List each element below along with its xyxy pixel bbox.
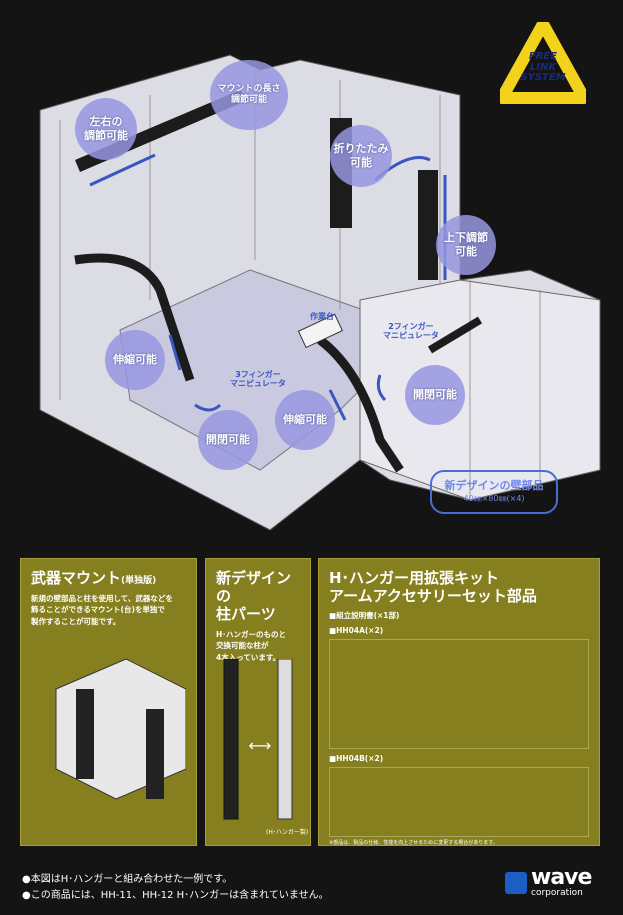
mount-rail-right [418, 170, 438, 280]
label-two-finger: 2フィンガー マニピュレータ [383, 322, 439, 341]
wave-mark-icon [505, 871, 527, 894]
logo-line3: SYSTEM [520, 72, 566, 83]
bubble-foldable: 折りたたみ 可能 [330, 125, 392, 187]
arm-right [427, 316, 483, 354]
bubble-lateral-adjust: 左右の 調節可能 [75, 98, 137, 160]
panel-kit: H･ハンガー用拡張キット アームアクセサリーセット部品 ■組立説明書(×1部) … [318, 558, 600, 846]
recycle-icon [496, 18, 590, 104]
pillar-caption: (H･ハンガー製) [266, 829, 309, 836]
brand-name: wave [531, 865, 592, 890]
free-link-system-logo: FREE LINK SYSTEM [496, 18, 590, 108]
kit-item-hh04b: ■HH04B(×2) [329, 754, 384, 763]
hh04b-runner-image [329, 767, 589, 837]
kit-item-hh04a: ■HH04A(×2) [329, 626, 384, 635]
callout-title: 新デザインの壁部品 [444, 479, 544, 492]
logo-line2: LINK [529, 61, 557, 73]
bubble-extendable-center: 伸縮可能 [275, 390, 335, 450]
callout-sub: 40㎜×80㎜(×4) [463, 494, 525, 503]
weapon-mount-note: (単独版) [121, 576, 157, 586]
brand-sub: corporation [531, 887, 583, 898]
hh04a-runner-image [329, 639, 589, 749]
weapon-mount-desc: 新規の壁部品と柱を使用して、武器などを 飾ることができるマウント(台)を単独で … [31, 594, 173, 626]
bubble-open-close-left: 開閉可能 [198, 410, 258, 470]
panel-weapon-mount: 武器マウント(単独版) 新規の壁部品と柱を使用して、武器などを 飾ることができる… [20, 558, 197, 846]
wave-logo: wave corporation [505, 865, 592, 898]
panel-pillar: 新デザインの 柱パーツ H･ハンガーのものと 交換可能な柱が 4本入っています。… [205, 558, 311, 846]
bubble-vertical-adjust: 上下調節 可能 [436, 215, 496, 275]
label-three-finger: 3フィンガー マニピュレータ [230, 370, 286, 389]
bubble-open-close-right: 開閉可能 [405, 365, 465, 425]
pillar-desc: H･ハンガーのものと 交換可能な柱が 4本入っています。 [216, 630, 287, 662]
svg-text:⟷: ⟷ [249, 736, 272, 755]
footer-note-1: ●本図はH･ハンガーと組み合わせた一例です。 [22, 874, 233, 885]
logo-line1: FREE [528, 51, 558, 62]
pillar-image: ⟷ [223, 659, 293, 820]
kit-title: H･ハンガー用拡張キット アームアクセサリーセット部品 [329, 569, 537, 605]
kit-item-manual: ■組立説明書(×1部) [329, 611, 400, 620]
weapon-mount-title: 武器マウント [31, 569, 122, 587]
kit-footnote: ※部品は、製品の仕様、性能を向上させるために変更する場合があります。 [329, 840, 498, 846]
hangar-illustration [39, 54, 601, 531]
bubble-mount-length: マウントの長さ 調節可能 [210, 60, 288, 130]
bubble-extendable-left: 伸縮可能 [105, 330, 165, 390]
workbench [297, 313, 344, 349]
footer-notes: ●本図はH･ハンガーと組み合わせた一例です。 ●この商品には、HH-11、HH-… [22, 872, 329, 903]
arm-center [317, 336, 404, 473]
arm-left [74, 253, 195, 382]
label-workbench: 作業台 [310, 312, 334, 321]
pillar-title: 新デザインの 柱パーツ [216, 569, 292, 623]
weapon-mount-image [55, 658, 186, 800]
footer-note-2: ●この商品には、HH-11、HH-12 H･ハンガーは含まれていません。 [22, 889, 329, 901]
new-wall-parts-callout: 新デザインの壁部品 40㎜×80㎜(×4) [430, 470, 558, 514]
